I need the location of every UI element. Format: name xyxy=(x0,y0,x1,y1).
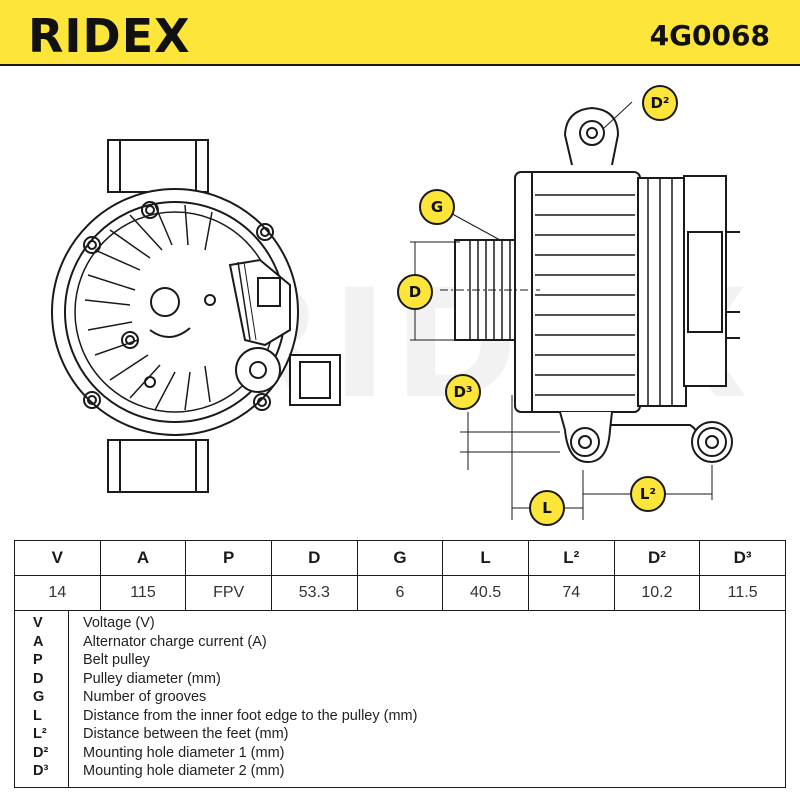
legend-description: Mounting hole diameter 1 (mm) xyxy=(83,744,285,761)
spec-value-row: 14 115 FPV 53.3 6 40.5 74 10.2 11.5 xyxy=(14,575,786,611)
legend-symbol: D³ xyxy=(33,763,49,779)
legend-row: D² Mounting hole diameter 1 (mm) xyxy=(15,744,787,763)
spec-header-cell: D³ xyxy=(699,540,786,576)
legend-description: Number of grooves xyxy=(83,689,207,705)
legend-row: L Distance from the inner foot edge to t… xyxy=(15,707,787,726)
legend-box: V Voltage (V) A Alternator charge curren… xyxy=(14,610,786,788)
legend-description: Alternator charge current (A) xyxy=(83,633,267,650)
header-bar: RIDEX 4G0068 xyxy=(0,0,800,66)
spec-value-cell: 6 xyxy=(356,575,444,611)
spec-header-cell: G xyxy=(356,540,444,576)
spec-table: V A P D G L L² D² D³ 14 115 FPV 53.3 6 4… xyxy=(14,540,786,611)
legend-symbol: D xyxy=(33,670,44,687)
legend-symbol: D² xyxy=(33,744,49,761)
legend-symbol: A xyxy=(33,633,44,650)
regulator-terminal xyxy=(228,258,341,406)
technical-drawing: RIDEX xyxy=(0,68,800,538)
dim-text-d: D xyxy=(409,283,421,301)
legend-row: D³ Mounting hole diameter 2 (mm) xyxy=(15,762,787,781)
spec-value-cell: 40.5 xyxy=(442,575,529,611)
legend-symbol: L xyxy=(33,707,42,724)
spec-header-cell: D xyxy=(270,540,358,576)
legend-row: L² Distance between the feet (mm) xyxy=(15,725,787,744)
spec-value-cell: 10.2 xyxy=(613,575,701,611)
front-lower-bracket xyxy=(107,439,209,493)
dim-label-l xyxy=(529,490,565,526)
dim-label-g xyxy=(419,189,455,225)
legend-symbol: V xyxy=(33,615,43,631)
spec-header-cell: L xyxy=(442,540,529,576)
spec-header-cell: D² xyxy=(613,540,701,576)
spec-header-cell: L² xyxy=(527,540,615,576)
legend-row: G Number of grooves xyxy=(15,688,787,707)
part-number: 4G0068 xyxy=(649,19,770,52)
legend-symbol: G xyxy=(33,689,45,705)
spec-value-cell: 11.5 xyxy=(699,575,786,611)
spec-header-row: V A P D G L L² D² D³ xyxy=(14,540,786,576)
spec-value-cell: 53.3 xyxy=(270,575,358,611)
front-upper-bracket xyxy=(107,139,209,193)
legend-symbol: L² xyxy=(33,726,47,742)
legend-description: Belt pulley xyxy=(83,652,150,668)
legend-row: D Pulley diameter (mm) xyxy=(15,670,787,689)
spec-header-cell: P xyxy=(185,540,272,576)
legend-description: Distance between the feet (mm) xyxy=(83,726,289,742)
dim-text-l2: L² xyxy=(640,485,656,503)
side-view xyxy=(440,106,740,464)
dim-label-d xyxy=(397,274,433,310)
legend-row: P Belt pulley xyxy=(15,651,787,670)
legend-description: Mounting hole diameter 2 (mm) xyxy=(83,763,285,779)
front-bolts xyxy=(83,201,274,411)
legend-row: V Voltage (V) xyxy=(15,614,787,633)
legend-description: Voltage (V) xyxy=(83,615,155,631)
dim-text-d2: D² xyxy=(650,94,669,112)
dim-text-g: G xyxy=(431,198,443,216)
alternator-drawing-svg: G D D² D³ L L² xyxy=(51,85,740,526)
dim-label-d2 xyxy=(642,85,678,121)
spec-header-cell: A xyxy=(99,540,187,576)
dimension-lines xyxy=(410,101,713,520)
legend-row: A Alternator charge current (A) xyxy=(15,633,787,652)
dim-text-d3: D³ xyxy=(453,383,472,401)
spec-value-cell: 74 xyxy=(527,575,615,611)
spec-value-cell: FPV xyxy=(185,575,272,611)
dim-label-d3 xyxy=(445,374,481,410)
dim-text-l: L xyxy=(542,499,552,517)
legend-description: Pulley diameter (mm) xyxy=(83,670,221,687)
brand-logo: RIDEX xyxy=(28,9,191,63)
legend-divider xyxy=(68,610,69,788)
dim-label-l2 xyxy=(630,476,666,512)
spec-value-cell: 14 xyxy=(14,575,101,611)
legend-symbol: P xyxy=(33,652,43,668)
spec-header-cell: V xyxy=(14,540,101,576)
legend-description: Distance from the inner foot edge to the… xyxy=(83,707,418,724)
spec-value-cell: 115 xyxy=(99,575,187,611)
